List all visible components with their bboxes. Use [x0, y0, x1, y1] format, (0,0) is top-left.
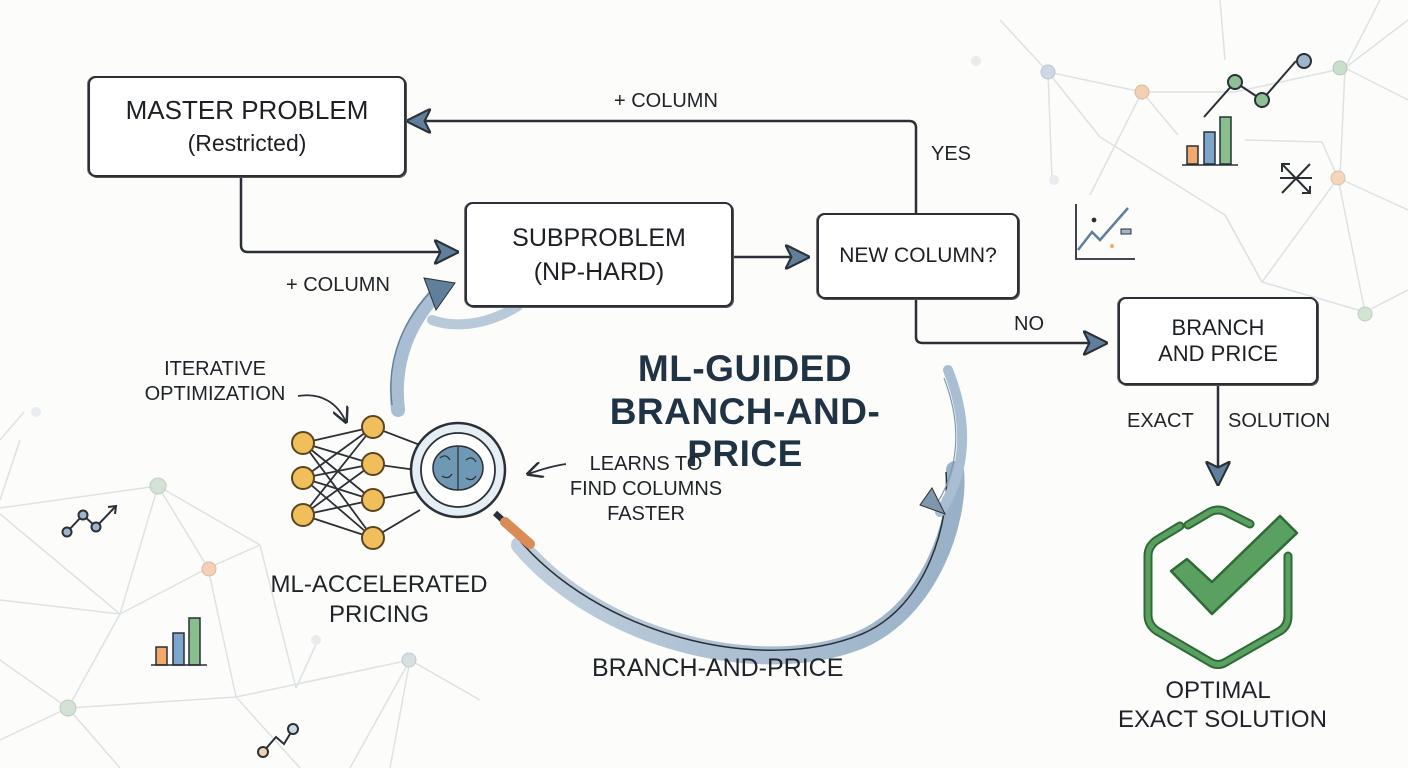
master-problem-title: MASTER PROBLEM — [125, 95, 369, 126]
branch-label-line2: AND PRICE — [1158, 341, 1278, 366]
branch-label-line1: BRANCH — [1171, 314, 1265, 340]
annotation-ml-accelerated-pricing: ML-ACCELERATED PRICING — [266, 570, 492, 630]
neuron — [291, 431, 315, 455]
annotation-arrows — [297, 394, 567, 474]
flow-edges — [239, 121, 1218, 482]
branch-and-price-node[interactable]: BRANCH AND PRICE — [1118, 297, 1318, 385]
ml-pricing-line1: ML-ACCELERATED — [270, 571, 488, 598]
edge-yes-to-master — [410, 121, 918, 213]
title-line1: ML-GUIDED — [637, 348, 853, 389]
mesh-top-right — [999, 0, 1408, 313]
hexagon-check-icon — [1143, 505, 1299, 669]
neural-network-icon — [291, 415, 421, 550]
iterative-arrow — [297, 394, 346, 422]
edge-label-solution: SOLUTION — [1228, 410, 1331, 432]
mesh-node — [401, 652, 417, 668]
master-problem-node[interactable]: MASTER PROBLEM (Restricted) — [88, 76, 406, 177]
mesh-node — [1134, 84, 1150, 100]
ml-pricing-line2: PRICING — [328, 601, 429, 628]
line-chart-icon-left — [61, 504, 118, 538]
neuron — [291, 466, 315, 490]
result-line1: OPTIMAL — [1165, 677, 1271, 704]
mesh-top-right-nodes — [971, 56, 1373, 322]
learns-line1: LEARNS TO — [589, 453, 703, 475]
mesh-node — [201, 561, 217, 577]
neuron — [291, 503, 315, 527]
neuron — [361, 452, 385, 476]
subproblem-node[interactable]: SUBPROBLEM (NP-HARD) — [465, 202, 733, 307]
new-column-decision-node[interactable]: NEW COLUMN? — [817, 213, 1019, 299]
neuron — [361, 415, 385, 439]
mesh-node — [971, 56, 981, 66]
mesh-node — [1040, 64, 1056, 80]
line-chart-icon-top — [1203, 53, 1312, 118]
mesh-node — [311, 635, 321, 645]
mesh-node — [31, 407, 41, 417]
result-optimal-exact-solution: OPTIMAL EXACT SOLUTION — [1118, 676, 1327, 735]
edge-label-exact: EXACT — [1127, 410, 1194, 432]
mesh-node — [59, 699, 77, 717]
line-chart-icon-bottom — [257, 723, 299, 758]
subproblem-title: SUBPROBLEM — [512, 223, 686, 252]
edge-label-top-column: + COLUMN — [614, 90, 718, 112]
mesh-bottom-left-nodes — [31, 407, 417, 717]
bar-chart-icon-left — [151, 617, 207, 666]
master-problem-subtitle: (Restricted) — [187, 130, 307, 157]
edge-master-to-subproblem — [239, 176, 455, 252]
diagram-title: ML-GUIDED BRANCH-AND-PRICE — [555, 348, 935, 476]
learns-line2: FIND COLUMNS — [569, 478, 723, 500]
mesh-node — [149, 477, 167, 495]
decision-label: NEW COLUMN? — [839, 244, 997, 268]
loop-arrow — [389, 277, 968, 665]
mesh-bottom-left — [0, 411, 481, 768]
title-line2: BRANCH-AND-PRICE — [609, 390, 881, 475]
neuron — [361, 488, 385, 512]
magnifier-brain-icon — [409, 421, 535, 549]
trend-chart-icon — [1075, 204, 1135, 260]
check-icon — [1169, 514, 1299, 616]
edge-no-to-branch — [914, 297, 1104, 343]
edge-label-yes: YES — [931, 143, 972, 165]
mesh-node — [1330, 170, 1346, 186]
mesh-node — [1332, 60, 1348, 76]
neuron — [361, 526, 385, 550]
bar-chart-icon-top — [1182, 116, 1238, 166]
mesh-node — [1049, 175, 1059, 185]
iterative-line2: OPTIMIZATION — [144, 383, 286, 405]
result-line2: EXACT SOLUTION — [1118, 706, 1327, 734]
learns-line3: FASTER — [607, 503, 685, 525]
annotation-learns-to-find-columns: LEARNS TO FIND COLUMNS FASTER — [556, 452, 736, 527]
loop-label-branch-and-price: BRANCH-AND-PRICE — [592, 654, 844, 682]
annotation-iterative-optimization: ITERATIVE OPTIMIZATION — [130, 357, 300, 407]
edge-label-no: NO — [1014, 313, 1044, 335]
learns-arrow — [528, 464, 567, 474]
mesh-node — [1357, 306, 1373, 322]
iterative-line1: ITERATIVE — [164, 358, 266, 380]
subproblem-subtitle: (NP-HARD) — [533, 257, 665, 286]
edge-label-left-column: + COLUMN — [286, 274, 390, 296]
cross-arrows-icon — [1280, 163, 1312, 194]
